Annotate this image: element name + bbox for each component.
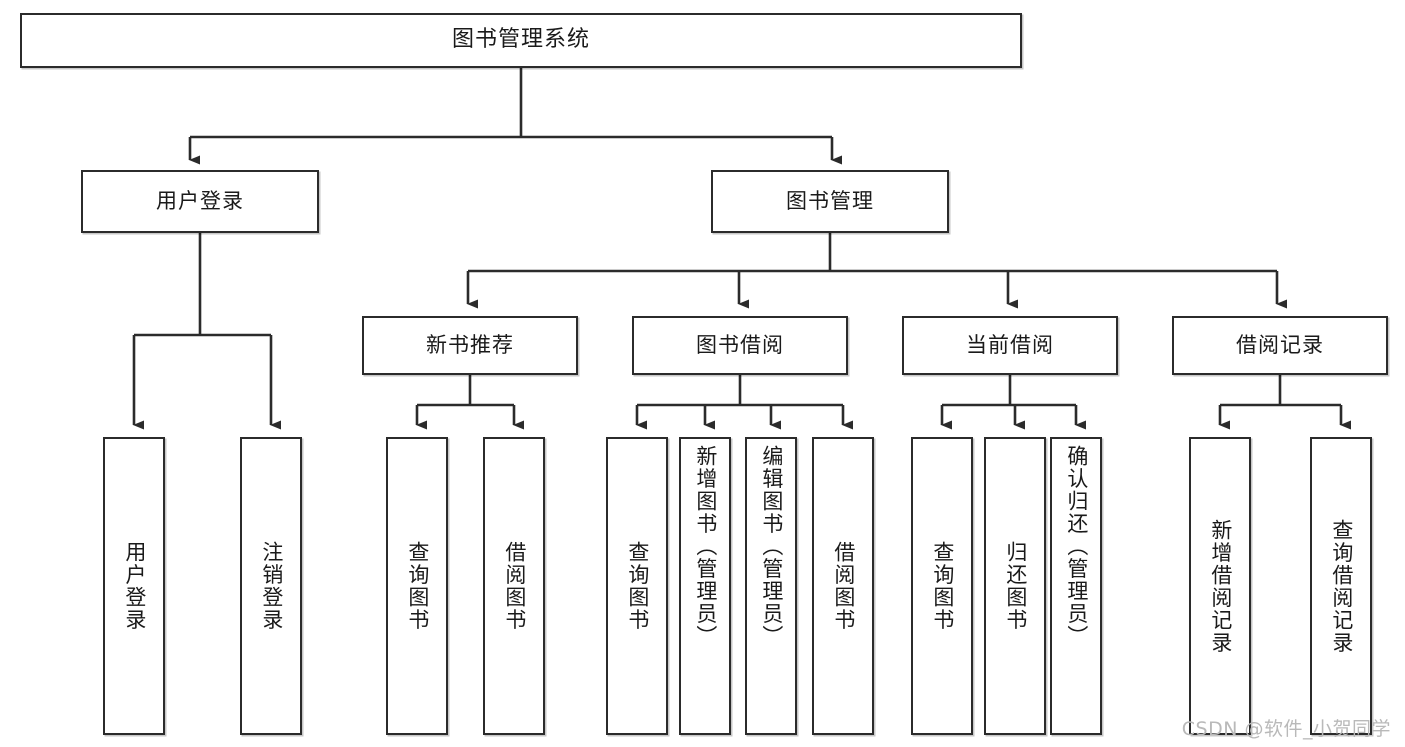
- node-label: 新增图书（管理员）: [693, 445, 718, 648]
- node-label: 图书管理系统: [451, 27, 590, 53]
- node-label: 新书推荐: [426, 332, 514, 357]
- node-borrow-record[interactable]: 借阅记录: [1172, 316, 1388, 375]
- node-label: 查询图书: [405, 541, 430, 631]
- node-current-borrow[interactable]: 当前借阅: [902, 316, 1118, 375]
- node-label: 编辑图书（管理员）: [759, 445, 784, 648]
- node-label: 借阅图书: [502, 541, 527, 631]
- node-book-manage[interactable]: 图书管理: [711, 170, 949, 233]
- node-user-login[interactable]: 用户登录: [81, 170, 319, 233]
- node-label: 确认归还（管理员）: [1064, 445, 1089, 648]
- node-label: 查询借阅记录: [1329, 518, 1354, 654]
- node-label: 当前借阅: [966, 332, 1054, 357]
- node-label: 图书借阅: [696, 332, 784, 357]
- node-label: 归还图书: [1003, 541, 1028, 631]
- node-leaf-query-book-current[interactable]: 查询图书: [911, 437, 973, 735]
- node-label: 查询图书: [625, 541, 650, 631]
- node-leaf-user-logout[interactable]: 注销登录: [240, 437, 302, 735]
- node-label: 用户登录: [122, 541, 147, 631]
- node-new-book-recommend[interactable]: 新书推荐: [362, 316, 578, 375]
- node-leaf-return-book[interactable]: 归还图书: [984, 437, 1046, 735]
- node-leaf-borrow-book[interactable]: 借阅图书: [812, 437, 874, 735]
- node-leaf-add-borrow-record[interactable]: 新增借阅记录: [1189, 437, 1251, 735]
- node-leaf-query-book-borrow[interactable]: 查询图书: [606, 437, 668, 735]
- node-leaf-add-book-admin[interactable]: 新增图书（管理员）: [679, 437, 731, 735]
- node-root-system[interactable]: 图书管理系统: [20, 13, 1022, 68]
- node-book-borrow[interactable]: 图书借阅: [632, 316, 848, 375]
- node-label: 图书管理: [786, 188, 874, 213]
- node-leaf-query-borrow-record[interactable]: 查询借阅记录: [1310, 437, 1372, 735]
- node-label: 注销登录: [259, 541, 284, 631]
- node-label: 用户登录: [156, 188, 244, 213]
- node-label: 新增借阅记录: [1208, 518, 1233, 654]
- node-leaf-user-login[interactable]: 用户登录: [103, 437, 165, 735]
- node-leaf-query-book-recommend[interactable]: 查询图书: [386, 437, 448, 735]
- node-leaf-edit-book-admin[interactable]: 编辑图书（管理员）: [745, 437, 797, 735]
- node-label: 借阅图书: [831, 541, 856, 631]
- node-label: 查询图书: [930, 541, 955, 631]
- node-leaf-borrow-book-recommend[interactable]: 借阅图书: [483, 437, 545, 735]
- node-leaf-confirm-return-admin[interactable]: 确认归还（管理员）: [1050, 437, 1102, 735]
- node-label: 借阅记录: [1236, 332, 1324, 357]
